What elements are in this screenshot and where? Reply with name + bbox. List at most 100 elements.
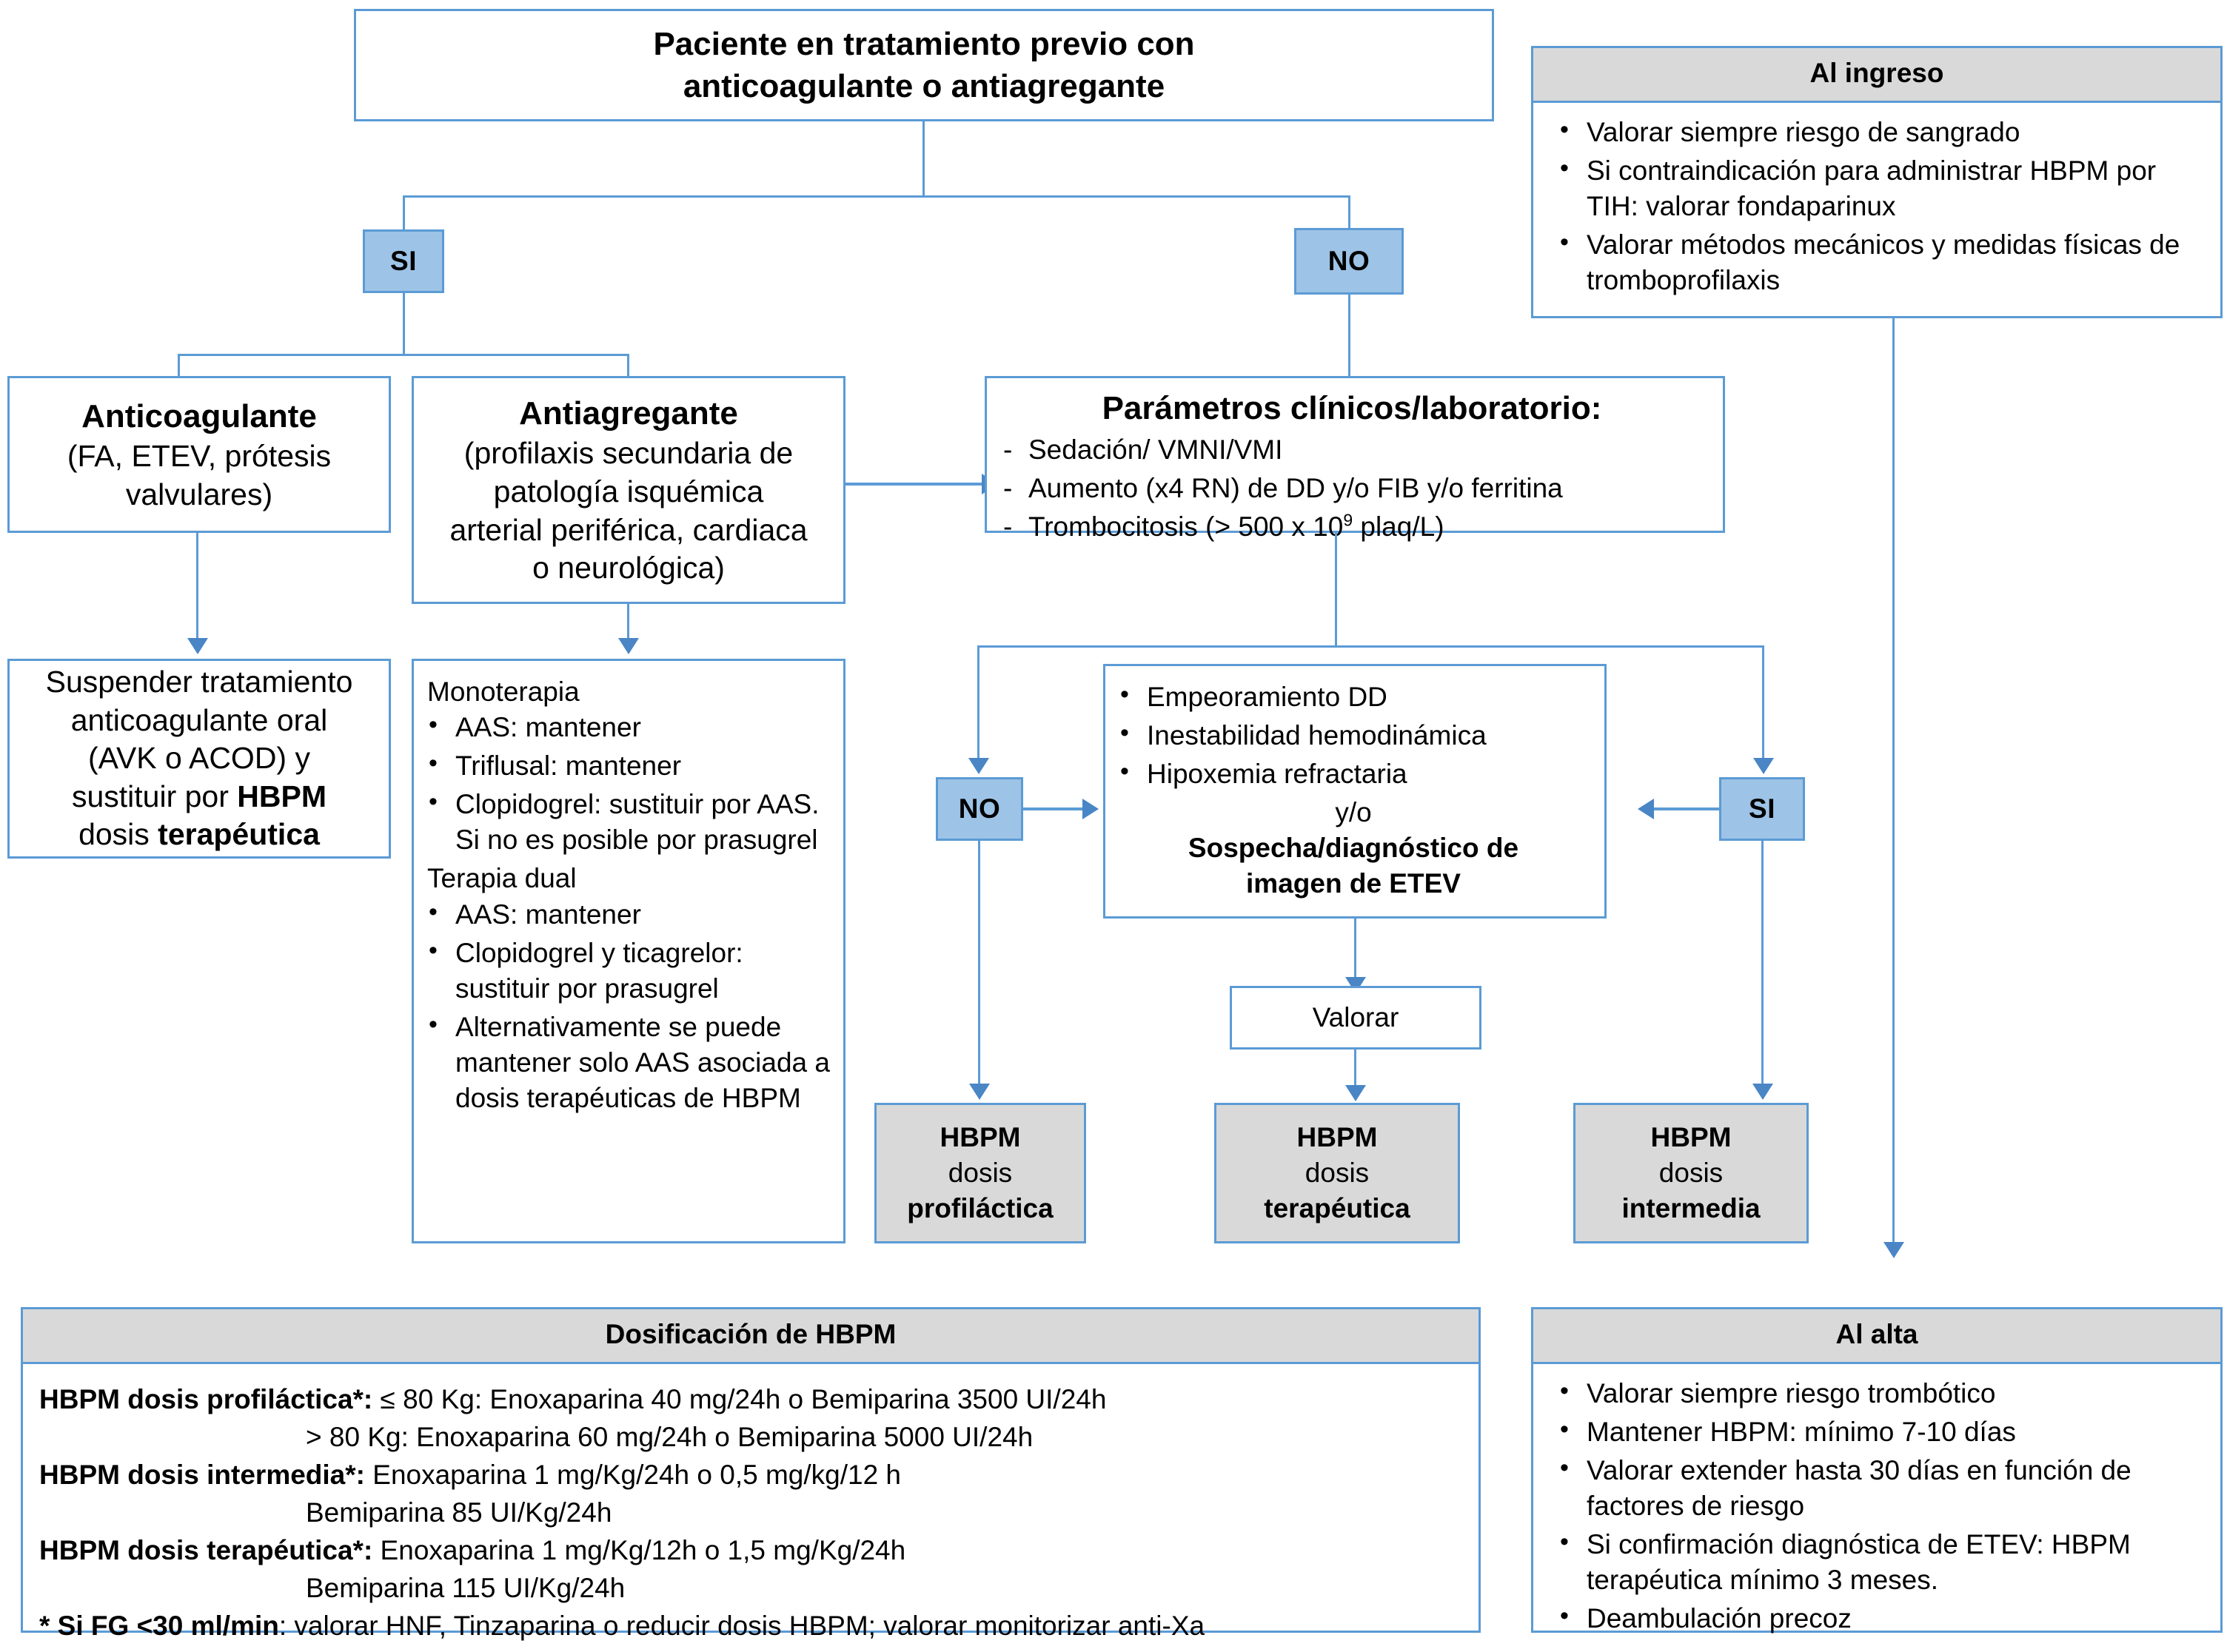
arrow-parametros-to-no-mid [968,758,989,774]
anticoagulante-line2: valvulares) [125,477,273,511]
decision-no-top-label: NO [1327,246,1370,276]
intermedia-line1: HBPM [1650,1121,1732,1152]
dosificacion-row: * Si FG <30 ml/min: valorar HNF, Tinzapa… [39,1607,1462,1645]
monoterapia-list: AAS: mantener Triflusal: mantener Clopid… [421,708,831,861]
criterios-box: Empeoramiento DD Inestabilidad hemodinám… [1103,664,1607,919]
profilactica-line1: HBPM [940,1121,1021,1152]
al-ingreso-list: Valorar siempre riesgo de sangrado Si co… [1553,113,2201,298]
arrow-si-mid-to-intermedia [1752,1084,1773,1100]
list-item: Deambulación precoz [1553,1599,2201,1636]
connector-root-stem [922,121,925,195]
antiagregante-line3: arterial periférica, cardiaca [449,512,808,547]
dosificacion-row-label: HBPM dosis intermedia*: [39,1459,365,1490]
anticoagulante-box: Anticoagulante (FA, ETEV, prótesis valvu… [7,376,391,533]
dosificacion-row: HBPM dosis terapéutica*: Enoxaparina 1 m… [39,1531,1462,1569]
decision-si-mid[interactable]: SI [1719,777,1805,841]
arrow-ingreso-to-alta [1883,1242,1904,1258]
list-item: Valorar siempre riesgo de sangrado [1553,113,2201,150]
dosificacion-row: > 80 Kg: Enoxaparina 60 mg/24h o Bemipar… [39,1418,1462,1456]
arrow-no-mid-to-criterios [1082,799,1099,819]
list-item: Clopidogrel y ticagrelor: sustituir por … [421,934,831,1007]
antiagregante-box: Antiagregante (profilaxis secundaria de … [412,376,845,604]
connector-antiagreg-down [627,604,629,639]
connector-si-to-antiagreg [627,354,629,385]
list-item: Clopidogrel: sustituir por AAS. Si no es… [421,785,831,858]
list-item: Triflusal: mantener [421,747,831,784]
antiagregante-line1: (profilaxis secundaria de [463,436,794,471]
trombocitosis-b: plaq/L) [1353,511,1444,543]
outcome-terapeutica-box: HBPM dosis terapéutica [1214,1103,1460,1243]
list-item: Si confirmación diagnóstica de ETEV: HBP… [1553,1525,2201,1598]
al-ingreso-title: Al ingreso [1533,48,2220,103]
list-item: AAS: mantener [421,896,831,933]
intermedia-line2: dosis [1658,1157,1724,1188]
antiagregante-title: Antiagregante [519,395,738,432]
antiagregante-line4: o neurológica) [532,551,725,585]
connector-root-to-si [403,195,405,252]
dosificacion-row-value: > 80 Kg: Enoxaparina 60 mg/24h o Bemipar… [306,1421,1034,1452]
anticoagulante-title: Anticoagulante [81,397,317,434]
dosificacion-row-label: * Si FG <30 ml/min [39,1610,279,1641]
dosificacion-row: Bemiparina 115 UI/Kg/24h [39,1569,1462,1607]
dosificacion-row: HBPM dosis intermedia*: Enoxaparina 1 mg… [39,1456,1462,1494]
suspender-line5-pre: dosis [78,817,158,852]
dosificacion-row: Bemiparina 85 UI/Kg/24h [39,1494,1462,1531]
connector-no-stem [1348,295,1350,385]
connector-parametros-stem [1335,533,1337,645]
arrow-anticoag-to-suspender [187,638,208,654]
terapeutica-line3: terapéutica [1264,1193,1410,1224]
connector-root-split [403,195,1350,198]
decision-no-mid[interactable]: NO [936,777,1023,841]
terapeutica-line1: HBPM [1296,1121,1378,1152]
list-item: Si contraindicación para administrar HBP… [1553,152,2201,224]
parametros-title: Parámetros clínicos/laboratorio: [1102,390,1602,426]
antiagregante-line2: patología isquémica [493,474,764,508]
intermedia-line3: intermedia [1621,1193,1761,1224]
al-alta-box: Al alta Valorar siempre riesgo trombótic… [1531,1307,2223,1633]
list-item: Sedación/ VMNI/VMI [994,432,1709,468]
al-alta-title: Al alta [1533,1309,2220,1364]
outcome-profilactica-box: HBPM dosis profiláctica [874,1103,1086,1243]
decision-si-mid-label: SI [1749,793,1775,824]
dosificacion-row-value: Bemiparina 115 UI/Kg/24h [306,1572,626,1603]
terapia-dual-heading: Terapia dual [427,863,577,894]
decision-no-top[interactable]: NO [1294,228,1404,295]
dosificacion-title: Dosificación de HBPM [23,1309,1478,1364]
connector-anticoag-down [196,533,198,639]
decision-no-mid-label: NO [958,793,1001,824]
list-item: Alternativamente se puede mantener solo … [421,1008,831,1116]
list-item: AAS: mantener [421,708,831,745]
list-item: Valorar métodos mecánicos y medidas físi… [1553,226,2201,298]
anticoagulante-line1: (FA, ETEV, prótesis [67,438,332,473]
decision-si-top[interactable]: SI [363,229,444,293]
dosificacion-row-value: ≤ 80 Kg: Enoxaparina 40 mg/24h o Bemipar… [372,1383,1107,1414]
connector-antiagreg-to-parametros [845,483,983,486]
root-title-line1: Paciente en tratamiento previo con [653,25,1195,62]
valorar-label: Valorar [1312,1001,1399,1032]
decision-si-top-label: SI [390,246,417,276]
dosificacion-box: Dosificación de HBPM HBPM dosis profilác… [21,1307,1481,1641]
connector-no-mid-to-criterios [1023,807,1087,810]
arrow-antiagreg-to-terapias [618,638,639,654]
connector-si-split [178,354,629,356]
root-title-box: Paciente en tratamiento previo con antic… [354,9,1494,121]
parametros-list: Sedación/ VMNI/VMI Aumento (x4 RN) de DD… [994,432,1709,548]
trombocitosis-exponent: 9 [1343,511,1353,531]
root-title-line2: anticoagulante o antiagregante [683,68,1165,104]
suspender-line4-bold: HBPM [237,779,327,813]
criterios-list: Empeoramiento DD Inestabilidad hemodinám… [1113,678,1594,795]
connector-ingreso-to-alta [1892,318,1895,1248]
dosificacion-row: HBPM dosis profiláctica*: ≤ 80 Kg: Enoxa… [39,1380,1462,1418]
parametros-box: Parámetros clínicos/laboratorio: Sedació… [985,376,1725,545]
dosificacion-body: HBPM dosis profiláctica*: ≤ 80 Kg: Enoxa… [23,1364,1478,1652]
dosificacion-row-value: Bemiparina 85 UI/Kg/24h [306,1497,612,1528]
suspender-line2: anticoagulante oral [70,702,328,737]
list-item: Mantener HBPM: mínimo 7-10 días [1553,1413,2201,1450]
connector-parametros-split [977,645,1764,648]
list-item: Aumento (x4 RN) de DD y/o FIB y/o ferrit… [994,471,1709,506]
connector-si-to-anticoag [178,354,180,385]
connector-valorar-down [1354,1050,1356,1091]
outcome-intermedia-box: HBPM dosis intermedia [1573,1103,1809,1243]
criterios-bold-line1: Sospecha/diagnóstico de [1188,833,1519,864]
